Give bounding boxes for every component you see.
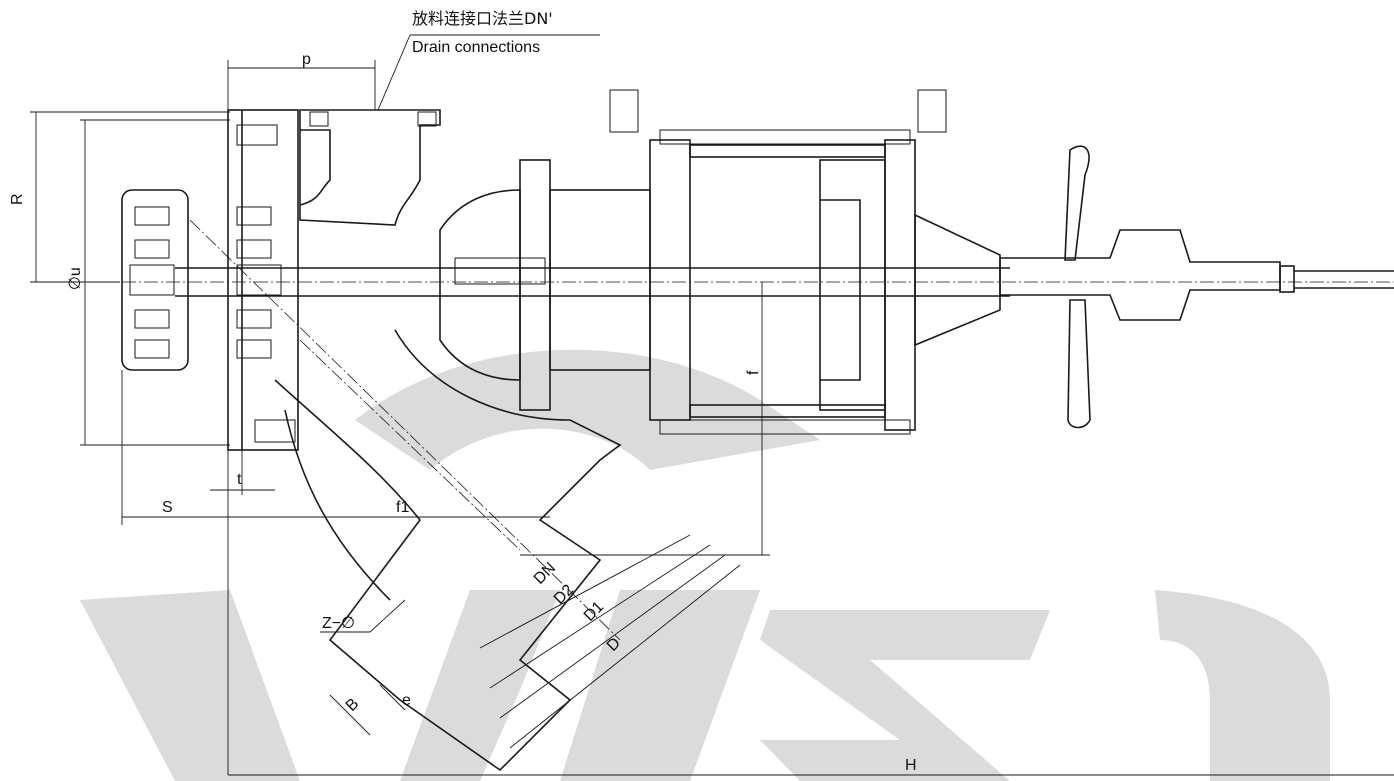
callout-chinese: 放料连接口法兰DN'	[412, 9, 553, 28]
dim-t: t	[237, 471, 242, 488]
dim-D1: D1	[581, 598, 608, 625]
actuator-assembly	[439, 89, 1394, 435]
callout-english: Drain connections	[412, 39, 540, 56]
dim-D2: D2	[551, 581, 578, 608]
dim-S: S	[162, 499, 173, 516]
watermark-logo	[80, 349, 1330, 781]
dim-f1: f1	[396, 499, 409, 516]
dim-e: e	[402, 692, 411, 709]
dim-Z: Z−∅	[322, 615, 355, 632]
dim-f: f	[745, 370, 762, 375]
dim-R: R	[9, 193, 26, 205]
dim-u: ∅u	[67, 267, 84, 290]
dimension-lines	[30, 34, 1394, 776]
dim-p: p	[302, 51, 311, 68]
valve-body	[121, 109, 1010, 772]
dim-H: H	[905, 757, 917, 774]
dim-B: B	[343, 695, 363, 715]
centerlines	[100, 219, 1394, 641]
dim-DN: DN	[531, 559, 559, 587]
